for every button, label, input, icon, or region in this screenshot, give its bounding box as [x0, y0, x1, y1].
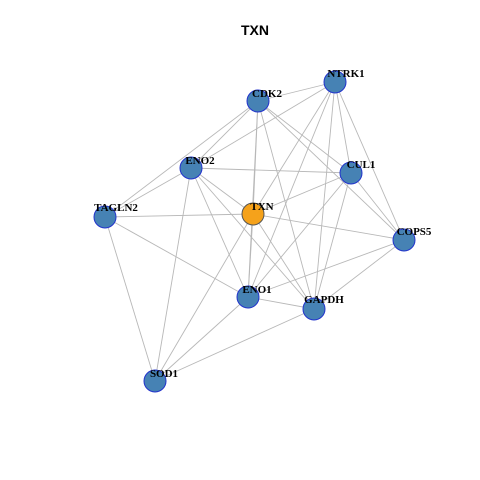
- edge-txn-cul1: [252, 172, 352, 215]
- node-eno2: ENO2: [179, 155, 215, 180]
- edge-txn-ntrk1: [252, 81, 336, 215]
- node-txn: TXN: [241, 201, 274, 226]
- edge-eno2-sod1: [154, 167, 192, 382]
- node-circle-cul1: [339, 161, 363, 185]
- node-label-gapdh: GAPDH: [304, 294, 344, 306]
- node-circle-sod1: [143, 369, 167, 393]
- edge-ntrk1-eno1: [247, 81, 336, 298]
- edge-txn-tagln2: [104, 213, 254, 218]
- edge-cdk2-ntrk1: [257, 81, 336, 102]
- node-tagln2: TAGLN2: [93, 202, 138, 229]
- node-cops5: COPS5: [392, 226, 432, 252]
- edge-tagln2-sod1: [104, 216, 156, 382]
- edge-ntrk1-cul1: [334, 81, 352, 174]
- edge-cops5-gapdh: [313, 239, 405, 310]
- node-circle-cdk2: [246, 89, 270, 113]
- edge-cops5-eno1: [247, 239, 405, 298]
- node-circle-eno1: [236, 285, 260, 309]
- node-cdk2: CDK2: [246, 88, 282, 113]
- graph-title: TXN: [241, 22, 269, 38]
- edge-txn-sod1: [154, 213, 254, 382]
- edge-eno2-eno1: [190, 167, 249, 298]
- edge-ntrk1-eno2: [190, 81, 336, 169]
- edge-cdk2-cul1: [257, 100, 352, 174]
- node-ntrk1: NTRK1: [323, 68, 365, 94]
- node-circle-txn: [241, 202, 265, 226]
- edge-cdk2-tagln2: [104, 100, 259, 218]
- edge-txn-eno2: [190, 167, 254, 215]
- edge-tagln2-eno1: [104, 216, 249, 298]
- node-label-sod1: SOD1: [150, 368, 178, 380]
- edge-cdk2-eno1: [247, 100, 259, 298]
- node-circle-ntrk1: [323, 70, 347, 94]
- edge-cdk2-eno2: [190, 100, 259, 169]
- node-circle-cops5: [392, 228, 416, 252]
- node-label-cops5: COPS5: [397, 226, 432, 238]
- edge-eno2-tagln2: [104, 167, 192, 218]
- node-circle-gapdh: [302, 297, 326, 321]
- edge-eno2-gapdh: [190, 167, 315, 310]
- edge-cdk2-gapdh: [257, 100, 315, 310]
- edge-txn-cops5: [252, 213, 405, 241]
- edge-gapdh-sod1: [154, 308, 315, 382]
- edge-cdk2-cops5: [257, 100, 405, 241]
- node-label-ntrk1: NTRK1: [327, 68, 364, 80]
- node-circle-eno2: [179, 156, 203, 180]
- edge-cul1-cops5: [350, 172, 405, 241]
- node-label-tagln2: TAGLN2: [94, 202, 138, 214]
- node-label-eno1: ENO1: [242, 284, 271, 296]
- edge-cul1-gapdh: [313, 172, 352, 310]
- node-label-cul1: CUL1: [347, 159, 376, 171]
- edge-eno2-cul1: [190, 167, 352, 174]
- node-label-eno2: ENO2: [185, 155, 215, 167]
- node-label-cdk2: CDK2: [252, 88, 282, 100]
- node-circle-tagln2: [93, 205, 117, 229]
- node-eno1: ENO1: [236, 284, 272, 309]
- edge-ntrk1-cops5: [334, 81, 405, 241]
- edge-eno1-sod1: [154, 296, 249, 382]
- node-sod1: SOD1: [143, 368, 178, 393]
- node-cul1: CUL1: [339, 159, 376, 185]
- edge-layer: [104, 81, 405, 382]
- edge-txn-gapdh: [252, 213, 315, 310]
- node-label-txn: TXN: [250, 201, 273, 213]
- node-gapdh: GAPDH: [302, 294, 344, 321]
- edge-cul1-eno1: [247, 172, 352, 298]
